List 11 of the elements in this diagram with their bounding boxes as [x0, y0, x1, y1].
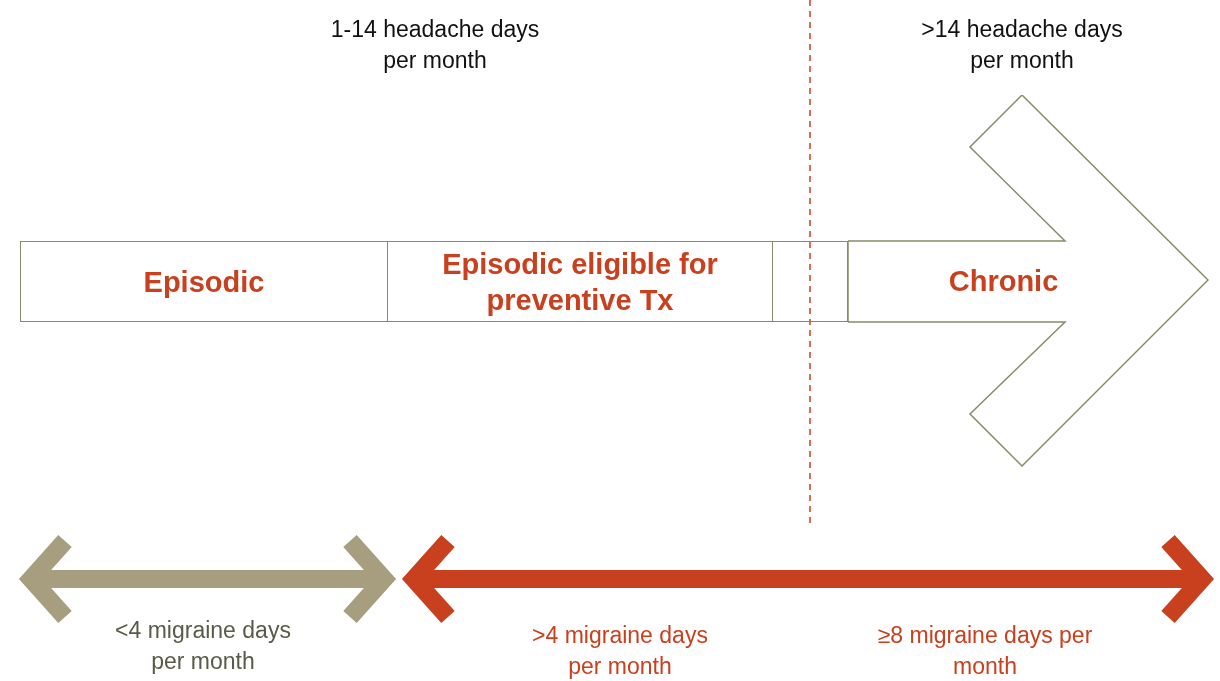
segment-label: Chronic — [947, 264, 1060, 299]
spectrum-segment — [20, 241, 388, 322]
range-label: 1-14 headache days per month — [329, 15, 541, 75]
spectrum-segment — [388, 241, 773, 322]
range-label: ≥8 migraine days per month — [877, 621, 1093, 681]
segment-label: Episodic eligible for preventive Tx — [441, 246, 719, 318]
range-label: >14 headache days per month — [920, 15, 1124, 75]
range-label: <4 migraine days per month — [114, 616, 292, 676]
arrow-head-segment — [848, 95, 1209, 467]
range-label: >4 migraine days per month — [531, 621, 709, 681]
segment-label: Episodic — [142, 264, 266, 300]
